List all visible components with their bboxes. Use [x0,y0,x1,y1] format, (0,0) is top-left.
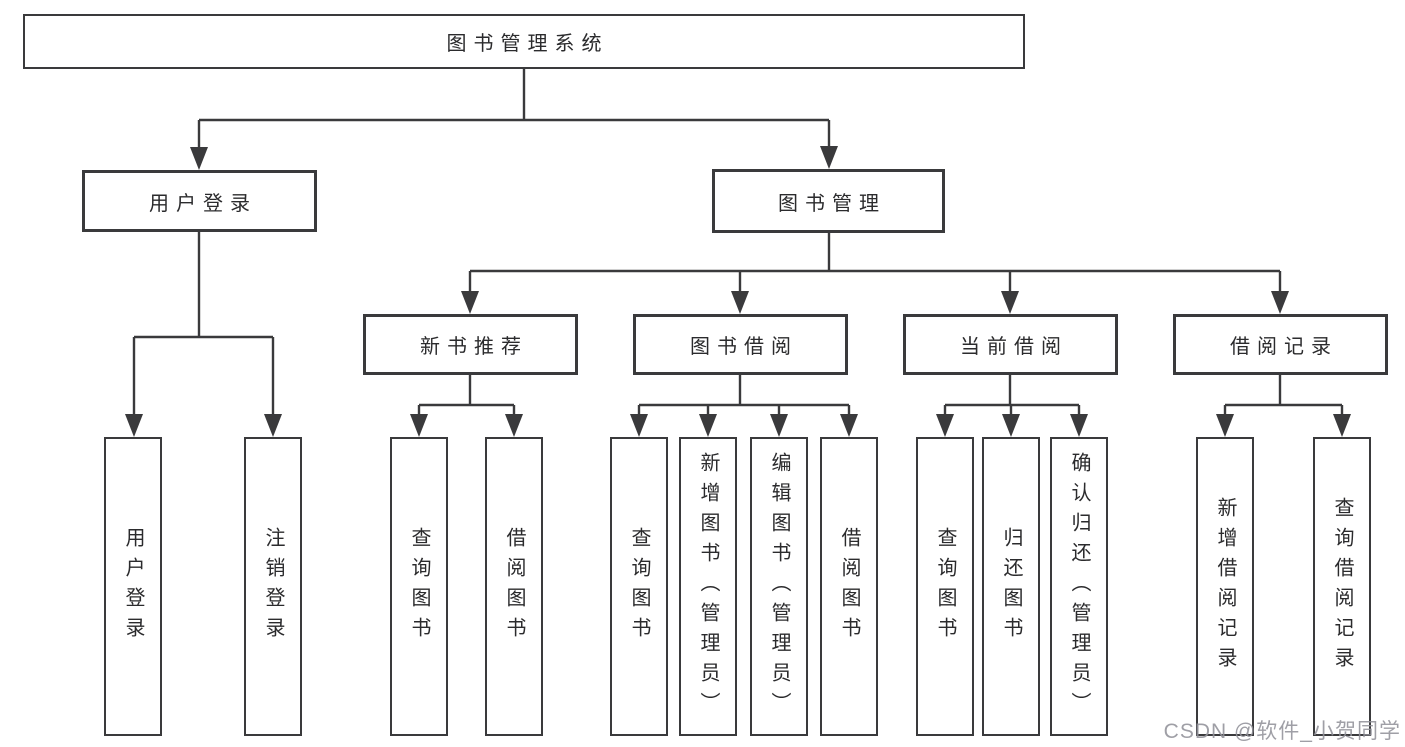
node-library-management-system: 图书管理系统 [23,14,1025,69]
leaf-add-book-admin: 新增图书（管理员） [679,437,737,736]
node-current-borrow: 当前借阅 [903,314,1118,375]
leaf-query-books-recommend: 查询图书 [390,437,448,736]
node-book-borrow: 图书借阅 [633,314,848,375]
leaf-query-borrow-record: 查询借阅记录 [1313,437,1371,736]
leaf-confirm-return-admin: 确认归还（管理员） [1050,437,1108,736]
leaf-return-book: 归还图书 [982,437,1040,736]
leaf-borrow-books-recommend: 借阅图书 [485,437,543,736]
leaf-user-login: 用户登录 [104,437,162,736]
node-new-book-recommend: 新书推荐 [363,314,578,375]
node-user-login: 用户登录 [82,170,317,232]
node-borrow-records: 借阅记录 [1173,314,1388,375]
leaf-query-books-current: 查询图书 [916,437,974,736]
watermark: CSDN @软件_小贺同学 [1163,720,1401,743]
leaf-query-books-borrow: 查询图书 [610,437,668,736]
leaf-edit-book-admin: 编辑图书（管理员） [750,437,808,736]
leaf-borrow-books: 借阅图书 [820,437,878,736]
leaf-add-borrow-record: 新增借阅记录 [1196,437,1254,736]
leaf-logout: 注销登录 [244,437,302,736]
node-book-management: 图书管理 [712,169,945,233]
